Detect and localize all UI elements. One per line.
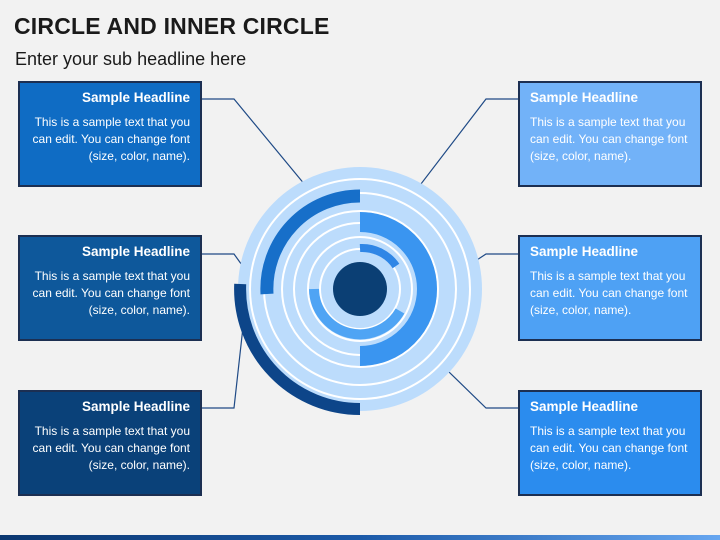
ring-outline-3 (281, 210, 439, 368)
arc-ring3-right (359, 212, 437, 366)
info-box-left-1[interactable]: Sample Headline This is a sample text th… (18, 81, 202, 187)
box-text: This is a sample text that you can edit.… (32, 424, 190, 472)
ring-outline-5 (307, 236, 413, 342)
box-text: This is a sample text that you can edit.… (32, 269, 190, 317)
info-box-left-3[interactable]: Sample Headline This is a sample text th… (18, 390, 202, 496)
box-text: This is a sample text that you can edit.… (530, 115, 688, 163)
center-dot (333, 262, 387, 316)
info-box-left-2[interactable]: Sample Headline This is a sample text th… (18, 235, 202, 341)
box-headline: Sample Headline (81, 399, 190, 414)
info-box-right-3[interactable]: Sample Headline This is a sample text th… (518, 390, 702, 496)
box-headline: Sample Headline (530, 244, 639, 259)
arc-ring2-blue (260, 189, 361, 295)
connector-line-1 (202, 98, 316, 198)
connector-line-3 (202, 299, 247, 409)
box-text: This is a sample text that you can edit.… (530, 424, 688, 472)
page-subtitle: Enter your sub headline here (15, 49, 247, 69)
ring-outline-1 (249, 178, 471, 400)
box-headline: Sample Headline (530, 399, 639, 414)
page-title: CIRCLE AND INNER CIRCLE (14, 13, 330, 39)
box-headline: Sample Headline (81, 90, 190, 105)
box-headline: Sample Headline (530, 90, 639, 105)
box-headline: Sample Headline (81, 244, 190, 259)
box-text: This is a sample text that you can edit.… (32, 115, 190, 163)
ring-outline-6 (319, 248, 401, 330)
arc-ring5-left (309, 288, 405, 340)
info-box-right-1[interactable]: Sample Headline This is a sample text th… (518, 81, 702, 187)
footer-bar (0, 535, 720, 540)
arc-ring4-top (359, 243, 400, 269)
info-box-right-2[interactable]: Sample Headline This is a sample text th… (518, 235, 702, 341)
arc-outer-dark (234, 283, 361, 415)
box-text: This is a sample text that you can edit.… (530, 269, 688, 317)
